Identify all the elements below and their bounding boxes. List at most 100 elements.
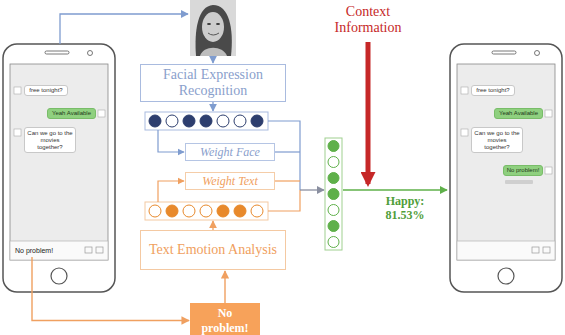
phone-speaker [45,51,69,54]
input-icon [85,247,92,253]
vector-cell [200,205,212,217]
connector [224,271,225,303]
weight-line [158,181,184,202]
chat-bubble: Yeah Available [47,108,96,119]
vector-cell [149,115,161,127]
vector-frame [145,202,268,220]
vector-cell [183,115,195,127]
vector-cell [328,157,339,168]
input-icon [532,247,539,253]
phone-body [3,44,115,292]
node-text: No problem! [507,167,540,174]
vector-cell [217,115,229,127]
node-text: Weight Text [202,174,257,189]
timestamp-bar [505,180,533,184]
node-text: Facial Expression Recognition [147,67,279,99]
face [202,12,224,42]
vector-cell [234,205,246,217]
node-text: No problem! [15,247,53,254]
output-arrow [343,189,447,191]
flow-arrow [212,56,213,63]
phone-left [3,44,115,292]
eye [207,23,211,25]
home-button [51,268,67,284]
result-label-text: Happy: 81.53% [376,194,434,222]
vector-cell [217,205,229,217]
flow-arrow [212,221,213,230]
vector-cell [251,205,263,217]
weight-line [275,180,300,181]
vector-cell [234,115,246,127]
context-label: Context Information [328,4,408,36]
text-vector [145,202,268,220]
chat-bubble: Can we go to the movies together? [471,127,523,153]
avatar [545,110,552,117]
home-button [498,268,514,284]
node-text: Text Emotion Analysis [149,242,277,258]
process-box: Text Emotion Analysis [140,230,286,270]
smile [208,33,219,35]
avatar [461,129,468,136]
merge-line [268,190,300,211]
weight-box: Weight Text [185,172,275,190]
vector-frame [145,112,268,130]
vector-cell [328,173,339,184]
phone-screen [457,64,555,260]
chat-bubble: No problem! [503,165,543,176]
input-bar [457,241,555,260]
weight-line [158,130,184,152]
node-text: Weight Face [200,145,260,160]
phone-screen [10,64,108,260]
context-label-text: Context Information [328,4,408,36]
neck [200,48,227,56]
capture-line [60,14,188,44]
chat-bubble: free tonight? [24,85,68,96]
node-text: Yeah Available [499,110,538,117]
weight-line [275,151,300,152]
face-vector [145,112,268,130]
vector-cell [328,189,339,200]
avatar [461,87,468,94]
vector-cell [183,205,195,217]
flow-arrow [212,102,213,111]
phone-body [450,44,562,292]
chat-bubble: Yeah Available [494,108,543,119]
vector-cell [328,141,339,152]
phone-camera [535,51,540,56]
avatar [14,87,21,94]
vector-cell [149,205,161,217]
face-photo [190,0,236,56]
eye [216,23,220,25]
chat-bubble: Can we go to the movies together? [24,127,76,153]
vector-cell [251,115,263,127]
process-box: Facial Expression Recognition [140,64,286,102]
input-bar [10,241,108,260]
node-text: free tonight? [29,87,62,94]
input-field: No problem! [13,244,77,257]
node-text: No problem! [194,306,256,335]
weight-box: Weight Face [185,143,275,161]
vector-cell [328,237,339,248]
input-icon [543,247,550,253]
node-text: Can we go to the movies together? [27,130,73,151]
avatar [14,129,21,136]
phone-speaker [492,51,516,54]
vector-cell [200,115,212,127]
vector-cell [328,205,339,216]
context-arrow [366,42,371,184]
vector-cell [328,221,339,232]
phone-right [450,44,562,292]
avatar [98,110,105,117]
node-text: Can we go to the movies together? [474,130,520,151]
node-text: Yeah Available [52,110,91,117]
input-icon [96,247,103,253]
vector-cell [166,115,178,127]
photo-ground [190,0,236,56]
merge-arrow [300,189,324,190]
chat-bubble: free tonight? [471,85,515,96]
input-text-box: No problem! [190,303,260,335]
node-text: free tonight? [476,87,509,94]
